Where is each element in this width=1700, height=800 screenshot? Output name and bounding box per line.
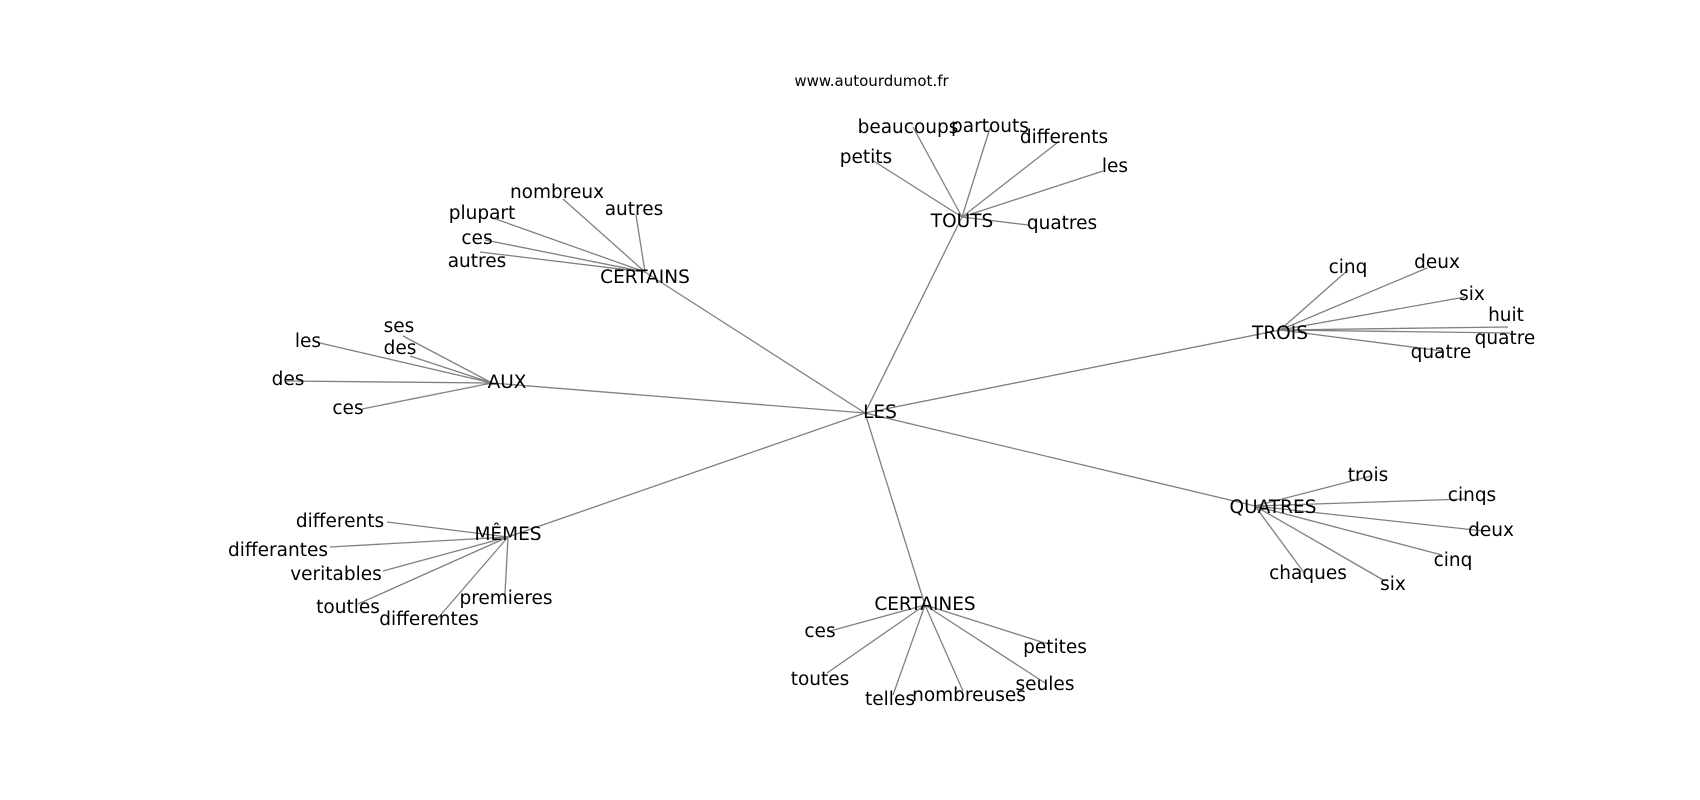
leaf-word-label: six — [1380, 574, 1406, 595]
hub-edge — [864, 329, 1281, 414]
leaf-edge — [1254, 505, 1443, 556]
leaf-word-label: differantes — [228, 540, 328, 561]
leaf-word-label: cinq — [1329, 257, 1368, 278]
leaf-edge — [437, 536, 509, 619]
leaf-edge — [504, 536, 509, 595]
leaf-edge — [1279, 329, 1511, 334]
leaf-edge — [402, 335, 493, 384]
leaf-edge — [961, 127, 991, 218]
leaf-word-label: cinqs — [1448, 485, 1496, 506]
leaf-word-label: chaques — [1269, 563, 1347, 584]
leaf-word-label: nombreux — [510, 182, 604, 203]
hub-edge — [864, 412, 926, 606]
leaf-edge — [961, 170, 1104, 218]
hub-word-label: CERTAINS — [600, 267, 690, 288]
leaf-edge — [361, 382, 493, 410]
leaf-edge — [912, 126, 963, 218]
leaf-edge — [1254, 505, 1485, 532]
hub-word-label: AUX — [488, 372, 527, 393]
leaf-edge — [829, 604, 926, 632]
leaf-edge — [562, 198, 646, 273]
leaf-word-label: petits — [840, 147, 892, 168]
leaf-edge — [382, 536, 509, 572]
leaf-word-label: seules — [1016, 674, 1075, 695]
leaf-word-label: les — [1102, 156, 1128, 177]
leaf-word-label: cinq — [1434, 550, 1473, 571]
leaf-word-label: beaucoups — [858, 117, 959, 138]
leaf-word-label: toutles — [316, 597, 380, 618]
leaf-word-label: des — [272, 369, 305, 390]
leaf-word-label: toutes — [791, 669, 850, 690]
hub-word-label: TROIS — [1251, 323, 1308, 344]
leaf-edge — [357, 536, 509, 605]
leaf-edge — [319, 342, 493, 384]
leaf-word-label: des — [384, 338, 417, 359]
leaf-word-label: quatre — [1475, 328, 1536, 349]
leaf-edge — [826, 604, 926, 674]
leaf-edge — [924, 604, 1049, 645]
leaf-word-label: ces — [804, 621, 835, 642]
leaf-edge — [871, 159, 963, 218]
leaf-word-label: trois — [1348, 465, 1389, 486]
hub-edge — [507, 412, 866, 538]
leaf-word-label: huit — [1488, 305, 1524, 326]
hub-word-label: TOUTS — [930, 211, 993, 232]
leaf-word-label: deux — [1468, 520, 1514, 541]
leaf-edge — [489, 216, 646, 273]
center-word-label: LES — [863, 402, 897, 423]
leaf-edge — [961, 142, 1058, 218]
leaf-word-label: ses — [384, 316, 415, 337]
hub-edge — [864, 216, 963, 414]
leaf-word-label: ces — [332, 398, 363, 419]
leaf-word-label: petites — [1023, 637, 1087, 658]
graph-edges — [286, 126, 1511, 696]
leaf-edge — [924, 604, 964, 692]
leaf-word-label: veritables — [290, 564, 382, 585]
leaf-edge — [1254, 498, 1466, 507]
leaf-edge — [286, 380, 493, 384]
hub-word-label: MÊMES — [474, 523, 541, 545]
leaf-word-label: plupart — [449, 203, 516, 224]
leaf-word-label: differents — [296, 511, 384, 532]
leaf-edge — [924, 604, 1046, 684]
leaf-word-label: quatre — [1411, 342, 1472, 363]
hub-edge — [864, 412, 1256, 507]
leaf-word-label: les — [295, 331, 321, 352]
leaf-word-label: autres — [605, 199, 664, 220]
leaf-edge — [1254, 505, 1306, 575]
hub-word-label: CERTAINES — [874, 594, 975, 615]
leaf-word-label: premieres — [459, 588, 552, 609]
leaf-edge — [1254, 505, 1386, 582]
leaf-word-label: differents — [1020, 127, 1108, 148]
hub-edge — [644, 271, 866, 414]
leaf-edge — [1254, 475, 1372, 507]
leaf-edge — [961, 216, 1029, 226]
leaf-edge — [1279, 296, 1466, 331]
leaf-edge — [1279, 326, 1509, 331]
leaf-word-label: deux — [1414, 252, 1460, 273]
leaf-edge — [1279, 269, 1349, 331]
leaf-edge — [484, 239, 646, 273]
hub-edge — [491, 382, 866, 414]
leaf-edge — [479, 251, 646, 273]
hub-word-label: QUATRES — [1230, 497, 1317, 518]
leaf-word-label: partouts — [951, 116, 1029, 137]
leaf-edge — [329, 536, 509, 548]
leaf-word-label: autres — [448, 251, 507, 272]
leaf-word-label: telles — [865, 689, 915, 710]
leaf-word-label: ces — [461, 228, 492, 249]
leaf-edge — [1279, 329, 1444, 352]
leaf-edge — [1279, 267, 1428, 331]
leaf-edge — [892, 604, 926, 696]
leaf-word-label: nombreuses — [912, 685, 1026, 706]
leaf-word-label: six — [1459, 284, 1485, 305]
leaf-word-label: quatres — [1027, 213, 1097, 234]
leaf-edge — [386, 521, 509, 538]
leaf-edge — [409, 355, 493, 384]
leaf-word-label: differentes — [379, 609, 479, 630]
leaf-edge — [635, 214, 646, 273]
source-credit: www.autourdumot.fr — [794, 72, 949, 90]
